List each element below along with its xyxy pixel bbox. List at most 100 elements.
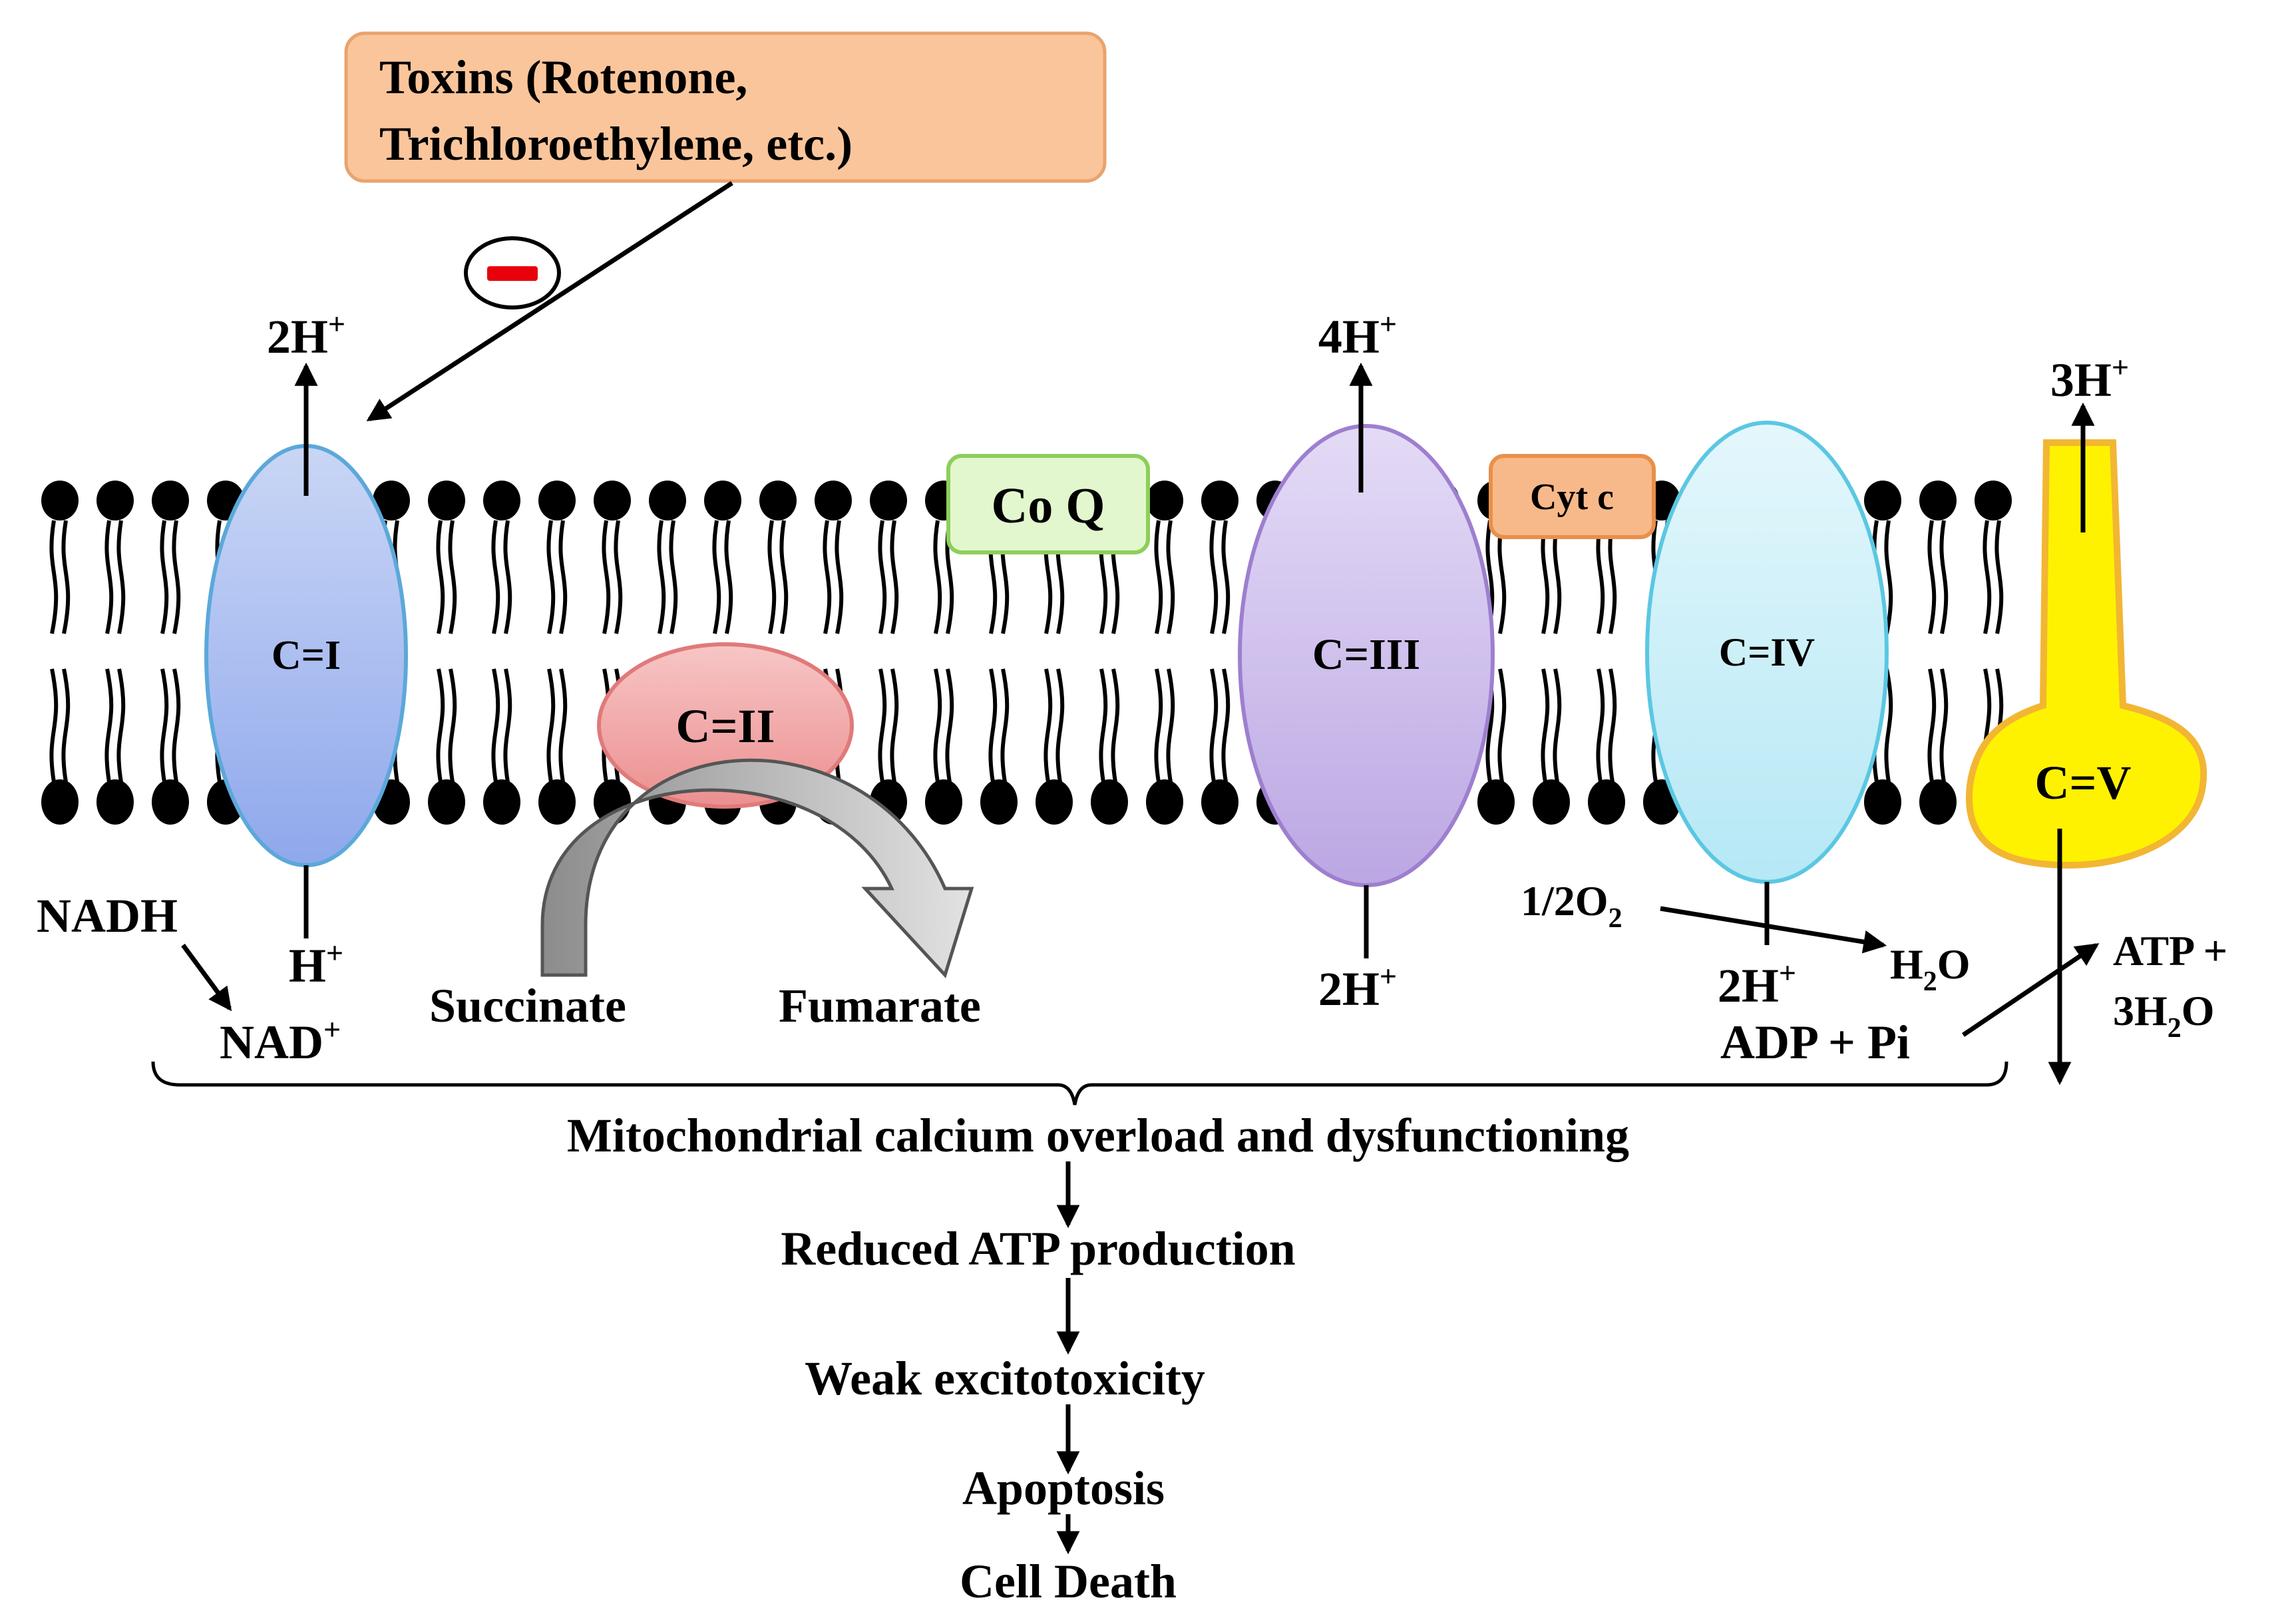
oxygen-to-water-arrow [1660, 906, 1887, 954]
cascade-step-3: Weak excitotoxicity [805, 1352, 1205, 1405]
phospholipid [1201, 481, 1238, 634]
c4-proton-in-label: 2H+ [1718, 956, 1796, 1012]
phospholipid [649, 481, 686, 634]
toxin-label-line1: Toxins (Rotenone, [379, 51, 747, 104]
phospholipid [704, 481, 741, 634]
phospholipid [1975, 481, 2012, 634]
c1-proton-out-sup: + [328, 307, 345, 341]
phospholipid [594, 481, 631, 634]
complex-i-label: C=I [272, 633, 341, 678]
c4-proton-in-sup: + [1779, 956, 1796, 990]
phospholipid [1919, 668, 1957, 825]
toxin-inhibition-arrow [366, 181, 733, 421]
oxygen-pre: 1/2O [1521, 877, 1609, 924]
atp-label-line1: ATP + [2113, 927, 2227, 974]
nad-base: NAD [220, 1016, 323, 1069]
atp-line2-pre: 3H [2113, 987, 2168, 1034]
oxygen-sub: 2 [1609, 903, 1622, 934]
phospholipid [41, 481, 79, 634]
cascade-step-2: Reduced ATP production [781, 1222, 1295, 1275]
phospholipid [483, 668, 520, 825]
complex-i: C=I [204, 444, 408, 867]
phospholipid [1201, 668, 1238, 825]
complex-iv: C=IV [1645, 421, 1889, 884]
c5-proton-out-sup: + [2112, 350, 2129, 384]
coenzyme-q-label: Co Q [992, 478, 1105, 534]
phospholipid [483, 481, 520, 634]
water-post: O [1937, 940, 1971, 988]
phospholipid [1091, 668, 1128, 825]
phospholipid [815, 481, 852, 634]
phospholipid [870, 481, 907, 634]
nad-label: NAD+ [220, 1012, 341, 1069]
c3-proton-in-base: 2H [1318, 962, 1380, 1016]
phospholipid [96, 481, 134, 634]
atp-line2-sub: 2 [2168, 1013, 2181, 1044]
inhibition-minus-icon [464, 236, 561, 309]
phospholipid [1919, 481, 1957, 634]
complex-iii: C=III [1238, 424, 1495, 887]
c3-proton-out-label: 4H+ [1318, 307, 1397, 363]
water-pre: H [1890, 940, 1923, 988]
adp-label: ADP + Pi [1720, 1016, 1910, 1069]
phospholipid [428, 668, 465, 825]
adp-to-atp-arrow [1962, 943, 2100, 1037]
c1-proton-out-label: 2H+ [267, 307, 345, 363]
cascade-step-5: Cell Death [960, 1555, 1177, 1608]
atp-line2-post: O [2181, 987, 2215, 1034]
phospholipid [538, 481, 576, 634]
water-label: H2O [1890, 940, 1971, 997]
phospholipid [980, 668, 1018, 825]
cytochrome-c-box [1489, 454, 1656, 539]
c1-proton-in-base: H [289, 939, 326, 992]
summary-bracket [151, 1061, 2008, 1106]
phospholipid [1146, 481, 1183, 634]
succinate-label: Succinate [429, 979, 626, 1032]
phospholipid [1588, 668, 1625, 825]
coenzyme-q: Co Q [946, 454, 1150, 554]
complex-iii-label: C=III [1312, 630, 1420, 679]
succinate-to-fumarate-arrow [540, 758, 974, 978]
complex-v-label: C=V [2034, 756, 2131, 809]
toxin-box-background [344, 31, 1107, 183]
water-sub: 2 [1923, 966, 1937, 997]
phospholipid [538, 668, 576, 825]
nadh-label: NADH [37, 889, 178, 942]
complex-v: C=V [1965, 439, 2207, 869]
c5-proton-out-base: 3H [2050, 353, 2112, 407]
oxygen-label: 1/2O2 [1521, 877, 1622, 934]
cytochrome-c-label: Cyt c [1530, 477, 1614, 518]
cytochrome-c: Cyt c [1489, 454, 1656, 539]
c1-proton-out-base: 2H [267, 310, 328, 363]
phospholipid [152, 481, 189, 634]
c3-proton-in-label: 2H+ [1318, 959, 1397, 1016]
c3-proton-out-sup: + [1380, 307, 1397, 341]
phospholipid [925, 668, 962, 825]
toxin-label-line2: Trichloroethylene, etc.) [379, 117, 853, 170]
c3-proton-out-base: 4H [1318, 310, 1380, 363]
c3-proton-in-sup: + [1380, 959, 1397, 993]
phospholipid [759, 481, 797, 634]
complex-v-shape [1965, 439, 2207, 869]
c1-proton-in-label: H+ [289, 936, 343, 992]
phospholipid [1533, 668, 1570, 825]
toxin-box: Toxins (Rotenone, Trichloroethylene, etc… [344, 31, 1107, 183]
phospholipid [1036, 668, 1073, 825]
atp-label-line2: 3H2O [2113, 987, 2215, 1044]
coenzyme-q-box [946, 454, 1150, 554]
c1-proton-in-sup: + [326, 936, 343, 970]
cascade-step-1: Mitochondrial calcium overload and dysfu… [567, 1109, 1629, 1162]
nad-sup: + [323, 1012, 341, 1046]
phospholipid [96, 668, 134, 825]
phospholipid [428, 481, 465, 634]
c4-proton-in-base: 2H [1718, 959, 1779, 1012]
phospholipid [152, 668, 189, 825]
c5-proton-out-label: 3H+ [2050, 350, 2129, 407]
nadh-to-nad-arrow [181, 943, 232, 1012]
complex-iv-label: C=IV [1719, 630, 1815, 674]
phospholipid [1146, 668, 1183, 825]
cascade-step-4: Apoptosis [962, 1462, 1165, 1515]
complex-ii-label: C=II [675, 700, 775, 753]
